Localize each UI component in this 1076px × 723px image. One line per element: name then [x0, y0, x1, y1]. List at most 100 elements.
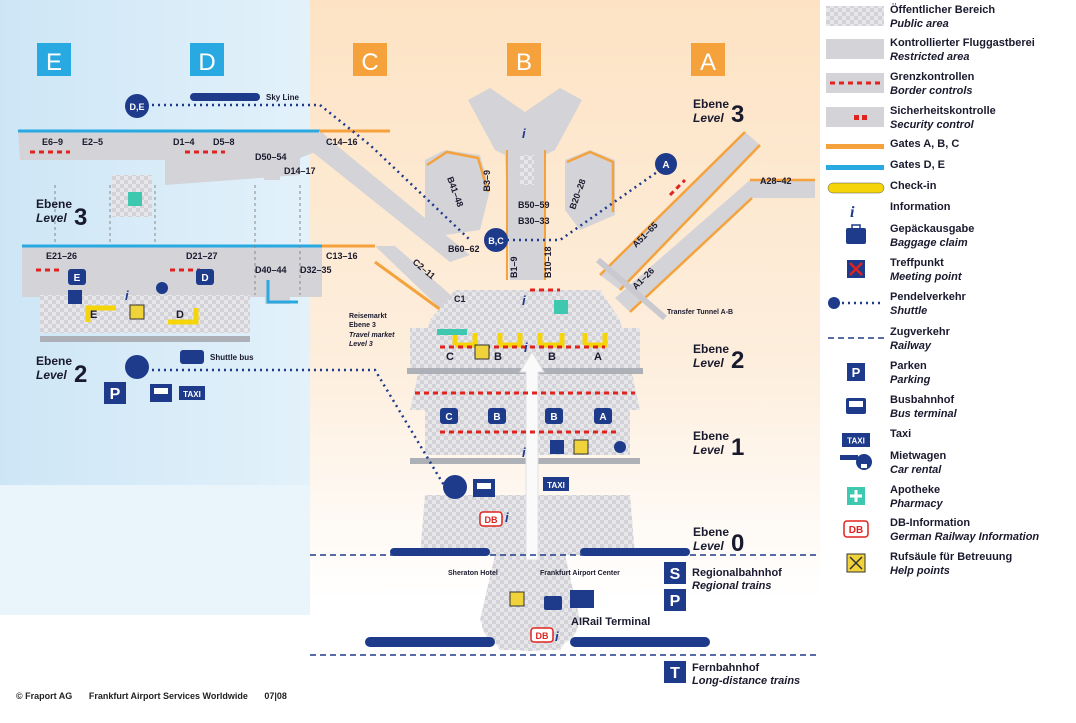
shuttle-bus-label: Shuttle bus	[210, 353, 254, 362]
svg-text:E: E	[74, 273, 81, 284]
svg-text:B: B	[548, 351, 556, 363]
t2-e-box	[68, 269, 86, 285]
parking-icon-main	[664, 589, 686, 611]
svg-text:C: C	[446, 351, 454, 363]
legend-help-point-icon	[846, 553, 866, 573]
db-icon-level0	[479, 511, 503, 527]
help-point-icon-l1	[573, 439, 589, 455]
svg-text:S: S	[670, 566, 681, 583]
t2-d-box	[196, 269, 214, 285]
svg-text:Travel market: Travel market	[349, 332, 395, 339]
taxi-icon-t2	[179, 386, 205, 400]
svg-text:P: P	[670, 593, 681, 610]
help-point-icon-airail	[509, 591, 525, 607]
legend-db-icon: DB	[843, 520, 869, 538]
fern-de-label: Fernbahnhof	[692, 662, 760, 674]
legend-parking-icon: P	[847, 363, 865, 381]
svg-text:Level 3: Level 3	[349, 341, 373, 348]
legend-info-icon: i	[850, 204, 855, 221]
svg-text:Ebene 3: Ebene 3	[349, 322, 376, 329]
regional-en-label: Regional trains	[692, 580, 771, 592]
taxi-icon-t1	[543, 477, 569, 491]
shuttle-lines	[140, 103, 661, 488]
zone-de-background	[0, 0, 310, 485]
footer: © Fraport AG Frankfurt Airport Services …	[16, 691, 301, 701]
legend-row-help: Rufsäule für Betreuung Help points	[822, 549, 1076, 579]
svg-text:P: P	[110, 386, 121, 403]
gate-b3033: B30–33	[518, 216, 550, 226]
car-rental-icon-t2	[156, 282, 168, 294]
level-labels: Ebene Level 3 Ebene Level 2 Ebene Level …	[36, 97, 744, 557]
legend-railway-icon	[828, 337, 884, 339]
svg-text:E: E	[90, 309, 97, 321]
legend-gates-de-swatch	[826, 165, 884, 170]
svg-text:Ebene: Ebene	[36, 354, 72, 368]
svg-text:TAXI: TAXI	[547, 481, 565, 490]
legend: Öffentlicher Bereich Public area Kontrol…	[822, 0, 1076, 590]
skyline-label: Sky Line	[266, 93, 299, 102]
legend-row-baggage: Gepäckausgabe Baggage claim	[822, 221, 1076, 251]
svg-text:A: A	[594, 351, 602, 363]
legend-restricted-area-swatch	[826, 39, 884, 59]
level-3-right: 3	[731, 101, 744, 128]
svg-text:Level: Level	[36, 211, 67, 225]
trains	[190, 93, 710, 647]
gate-e69: E6–9	[42, 137, 63, 147]
help-point-icon-t2	[129, 304, 145, 320]
legend-gates-abc-swatch	[826, 144, 884, 149]
legend-row-pharmacy: Apotheke Pharmacy	[822, 482, 1076, 512]
meeting-point-icon-t2	[68, 290, 82, 304]
level-0: 0	[731, 530, 744, 557]
terminal-b-label: B	[516, 49, 532, 76]
svg-text:Level: Level	[693, 111, 724, 125]
svg-text:Ebene: Ebene	[693, 342, 729, 356]
legend-row-bus: Busbahnhof Bus terminal	[822, 392, 1076, 422]
gate-d14: D1–4	[173, 137, 195, 147]
svg-text:A: A	[599, 412, 606, 423]
legend-row-gates-de: Gates D, E	[822, 157, 1076, 187]
svg-text:D: D	[176, 309, 184, 321]
level1-c-box	[440, 408, 458, 424]
info-icon-airail: i	[555, 629, 559, 644]
gate-c1416: C14–16	[326, 137, 358, 147]
legend-checkin-swatch	[827, 182, 885, 194]
parking-icon-t2	[104, 382, 126, 404]
regional-de-label: Regionalbahnhof	[692, 567, 782, 579]
terminal-b-box	[507, 43, 541, 76]
svg-text:B: B	[493, 412, 500, 423]
level-2-left: 2	[74, 361, 87, 388]
level-3-left: 3	[74, 204, 87, 231]
svg-text:DB: DB	[485, 515, 498, 525]
svg-text:TAXI: TAXI	[847, 437, 865, 446]
legend-row-taxi: TAXI Taxi	[822, 426, 1076, 456]
db-icon-airail	[530, 627, 554, 643]
terminal-d-label: D	[198, 49, 215, 76]
legend-border-controls-swatch	[826, 73, 884, 93]
legend-row-shuttle: Pendelverkehr Shuttle	[822, 289, 1076, 319]
legend-bus-icon	[846, 398, 866, 414]
gate-b6062: B60–62	[448, 244, 480, 254]
fac-label: Frankfurt Airport Center	[540, 570, 620, 577]
gate-a2842: A28–42	[760, 176, 792, 186]
terminal-c-label: C	[361, 49, 378, 76]
svg-text:D: D	[201, 273, 208, 284]
shuttle-stop-bc: B,C	[488, 236, 504, 246]
airplane-icon	[570, 590, 594, 608]
legend-row-public: Öffentlicher Bereich Public area	[822, 2, 1076, 32]
terminal-e-box	[37, 43, 71, 76]
legend-row-checkin: Check-in	[822, 178, 1076, 208]
level1-b-box-2	[545, 408, 563, 424]
svg-text:Level: Level	[36, 368, 67, 382]
svg-text:B: B	[494, 351, 502, 363]
legend-row-car: Mietwagen Car rental	[822, 448, 1076, 478]
long-distance-train-icon	[664, 661, 686, 683]
gate-c1: C1	[454, 294, 466, 304]
legend-pharmacy-icon	[847, 487, 865, 505]
legend-car-rental-icon	[840, 454, 872, 470]
svg-text:C: C	[445, 412, 452, 423]
gate-d4044: D40–44	[255, 265, 287, 275]
svg-text:Level: Level	[693, 443, 724, 457]
footer-company: Frankfurt Airport Services Worldwide	[88, 691, 248, 701]
s-bahn-icon	[664, 562, 686, 584]
shuttle-stop-a: A	[662, 160, 669, 171]
